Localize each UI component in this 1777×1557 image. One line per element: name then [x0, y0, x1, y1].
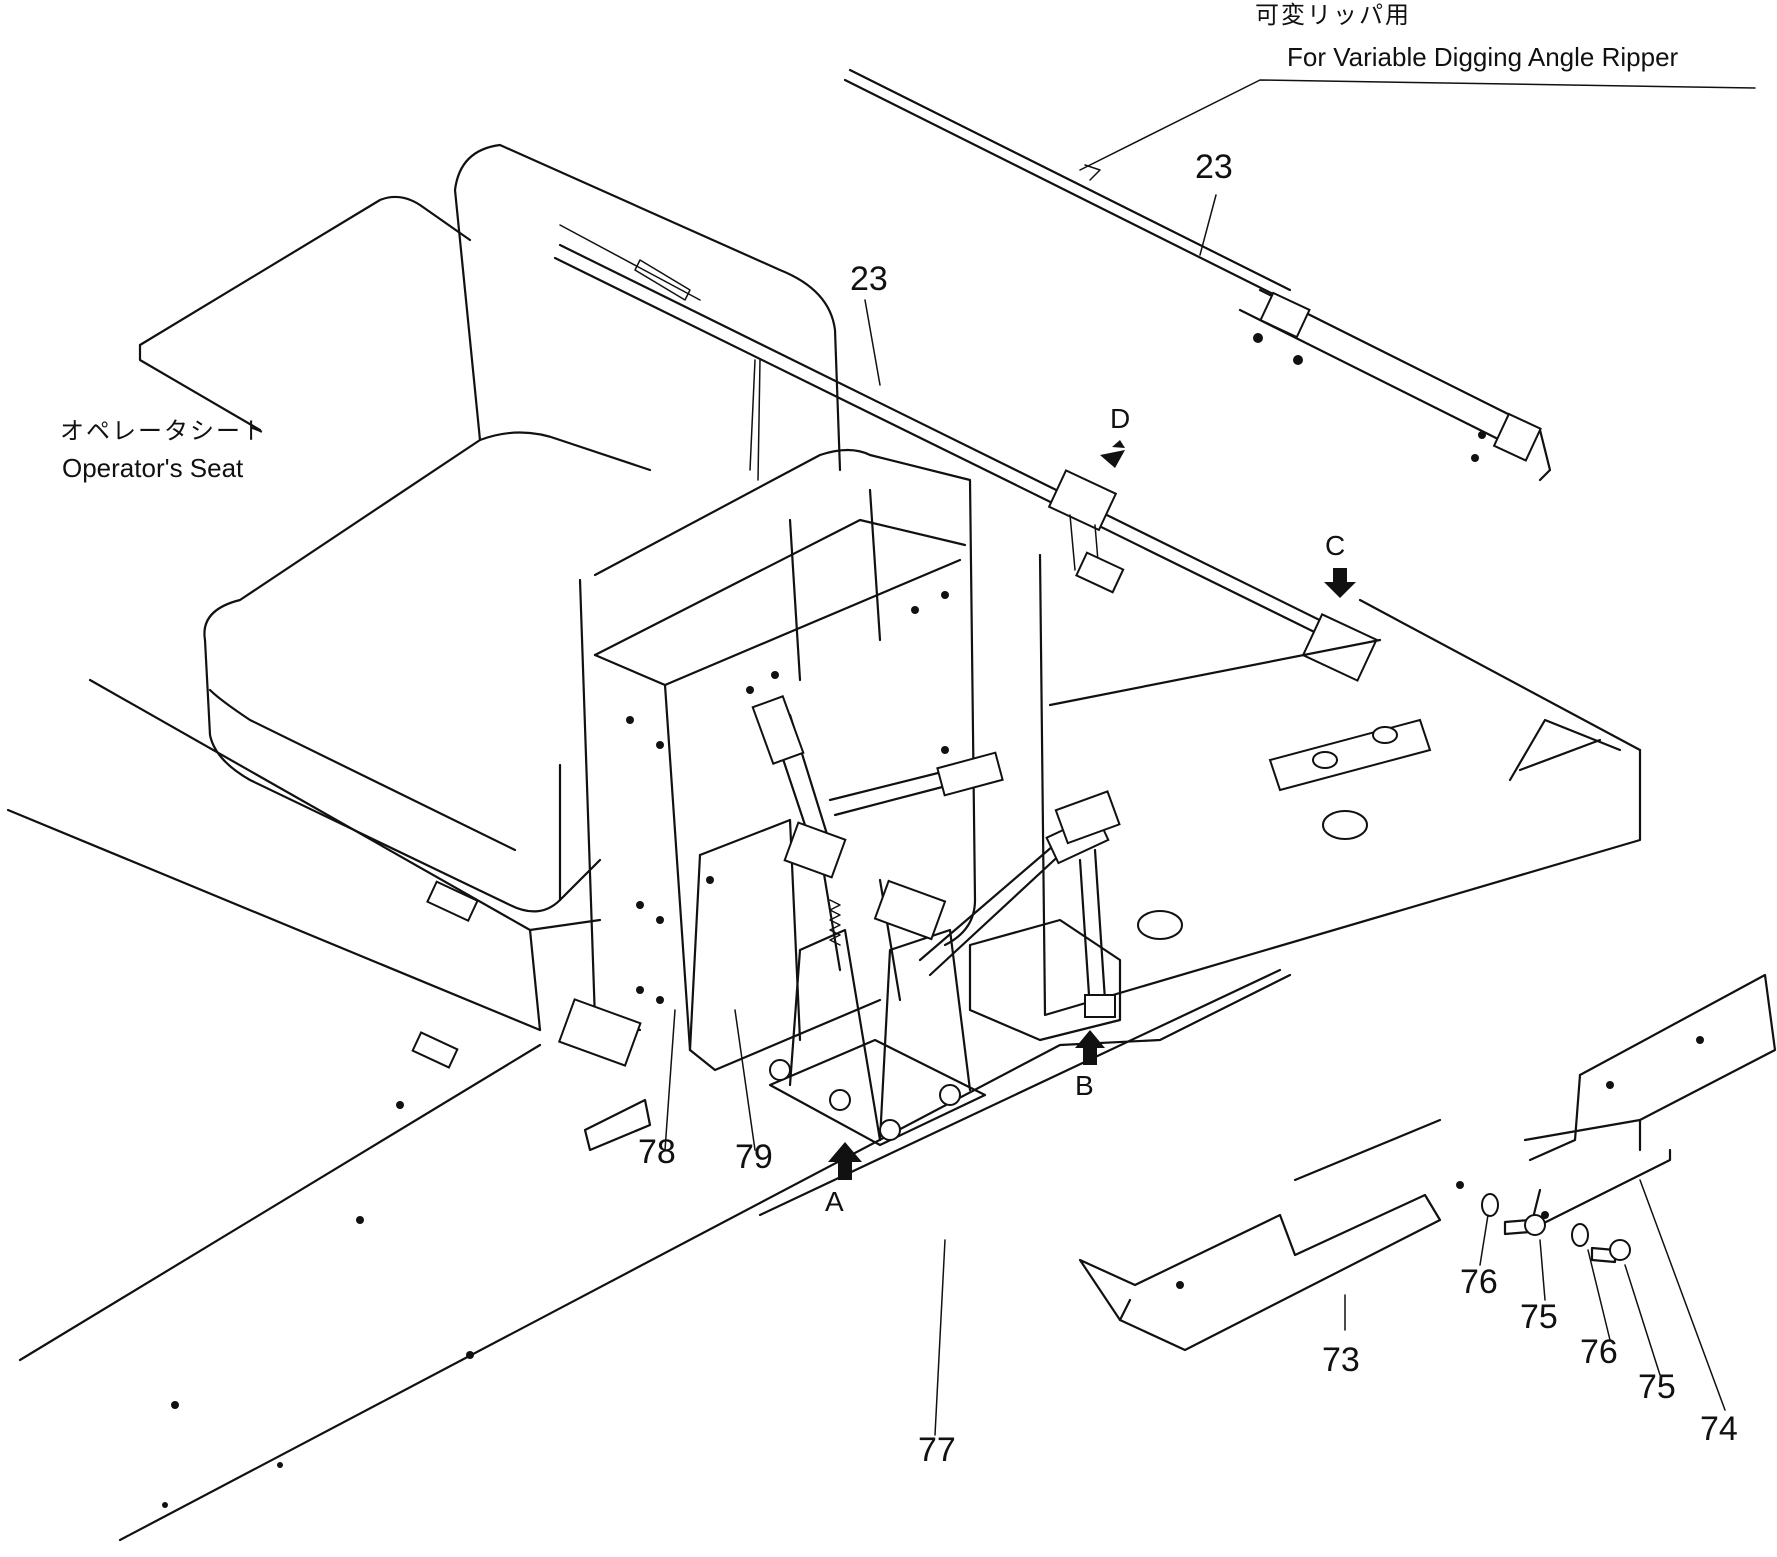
note-ripper-en: For Variable Digging Angle Ripper — [1287, 42, 1679, 72]
arrow-d-icon — [1100, 440, 1125, 468]
part-number-75-a: 75 — [1520, 1298, 1558, 1336]
part-number-76-b: 76 — [1580, 1333, 1618, 1371]
arrow-a-icon — [828, 1142, 862, 1180]
view-arrows — [828, 440, 1356, 1180]
part-number-79: 79 — [735, 1138, 773, 1176]
console-box — [557, 448, 977, 1152]
part-number-23-top: 23 — [1195, 148, 1233, 186]
leader-lines — [664, 79, 1756, 1436]
control-rod — [553, 243, 1378, 682]
note-seat-jp: オペレータシート — [60, 418, 268, 445]
view-marker-c: C — [1325, 530, 1346, 561]
note-seat-en: Operator's Seat — [62, 453, 244, 483]
part-number-74: 74 — [1700, 1410, 1738, 1448]
note-ripper-jp: 可変リッパ用 — [1255, 2, 1411, 29]
arrow-c-icon — [1324, 568, 1356, 598]
view-marker-a: A — [825, 1186, 844, 1217]
part-number-78: 78 — [638, 1133, 676, 1171]
part-number-75-b: 75 — [1638, 1368, 1676, 1406]
part-number-73: 73 — [1322, 1341, 1360, 1379]
view-marker-b: B — [1075, 1070, 1094, 1101]
covers — [1078, 973, 1777, 1352]
operator-seat — [88, 143, 842, 1069]
arrow-b-icon — [1075, 1030, 1105, 1065]
view-marker-d: D — [1110, 403, 1131, 434]
floor-plate — [6, 808, 1292, 1542]
lever-assembly — [751, 695, 1122, 1147]
part-number-23-mid: 23 — [850, 260, 888, 298]
part-number-76-a: 76 — [1460, 1263, 1498, 1301]
part-number-77: 77 — [918, 1431, 956, 1469]
floor-panel — [1038, 553, 1642, 1017]
ripper-rod — [843, 68, 1552, 482]
